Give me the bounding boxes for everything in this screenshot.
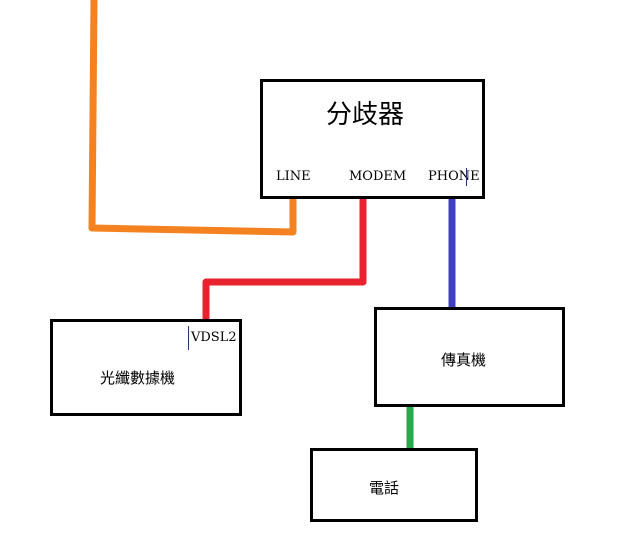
fiber-modem-box: VDSL2 光纖數據機 (50, 319, 242, 416)
text-cursor (188, 326, 189, 350)
fax-label: 傳真機 (441, 351, 487, 369)
splitter-box: 分歧器 LINE MODEM PHONE (260, 79, 485, 199)
telephone-label: 電話 (369, 479, 400, 497)
text-cursor (466, 168, 467, 186)
port-line-label: LINE (276, 169, 311, 184)
vdsl2-port-label: VDSL2 (191, 330, 237, 345)
fax-box: 傳真機 (374, 307, 565, 407)
telephone-box: 電話 (310, 448, 478, 522)
modem-cable-red (202, 192, 367, 326)
fiber-modem-label: 光纖數據機 (100, 369, 176, 387)
line-cable-orange (88, 0, 297, 236)
splitter-title: 分歧器 (326, 100, 405, 130)
port-modem-label: MODEM (349, 169, 407, 184)
port-phone-label: PHONE (428, 169, 480, 184)
